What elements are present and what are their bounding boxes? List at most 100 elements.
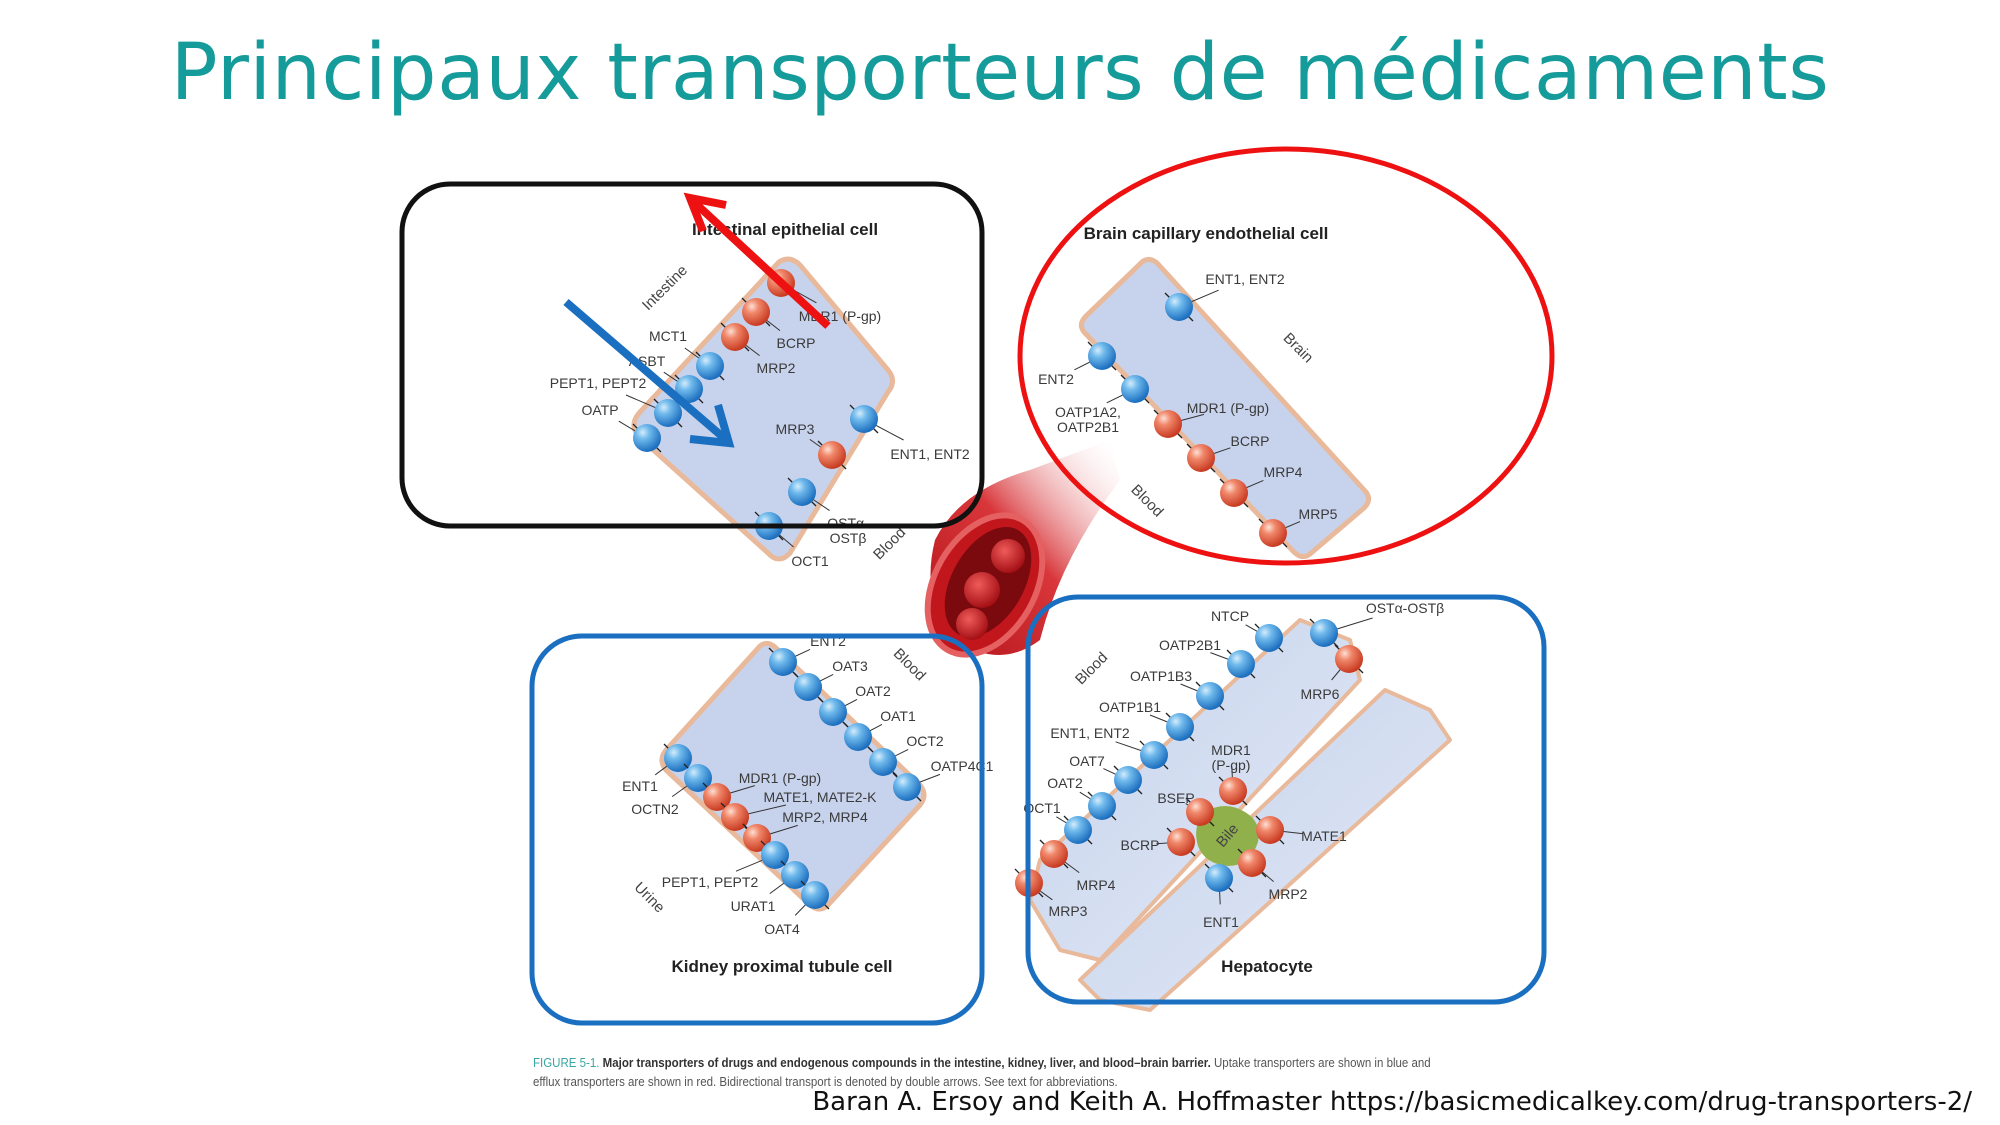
figure-number: FIGURE 5-1. <box>533 1056 600 1070</box>
transporter-label: BSEP <box>1157 790 1194 806</box>
transporter-uptake: OATP <box>581 402 662 453</box>
red-blood-cell <box>991 539 1025 573</box>
uptake-transporter-circle <box>675 375 703 403</box>
transporter-uptake: OCT1 <box>1023 800 1093 845</box>
transporter-uptake: PEPT1, PEPT2 <box>662 840 790 890</box>
uptake-transporter-circle <box>801 881 829 909</box>
uptake-transporter-circle <box>1205 864 1233 892</box>
transporter-label: OCT1 <box>791 553 829 569</box>
transporter-label: OCT2 <box>906 733 944 749</box>
transporter-uptake: ENT1, ENT2 <box>849 404 970 462</box>
transporter-label: MATE1, MATE2-K <box>763 789 877 805</box>
transporter-efflux: MRP5 <box>1258 506 1338 548</box>
transporter-label: MRP2 <box>1269 886 1308 902</box>
uptake-transporter-circle <box>769 648 797 676</box>
side-label-blood: Blood <box>890 645 929 684</box>
transporter-label: MRP4 <box>1264 464 1303 480</box>
uptake-transporter-circle <box>893 773 921 801</box>
uptake-transporter-circle <box>1227 650 1255 678</box>
transporter-label: OAT2 <box>1047 775 1083 791</box>
uptake-arrow <box>563 298 735 448</box>
transporter-label: MRP4 <box>1077 877 1116 893</box>
transporter-label: MDR1 <box>1211 742 1251 758</box>
side-label-brain: Brain <box>1280 330 1317 367</box>
efflux-transporter-circle <box>1220 479 1248 507</box>
transporter-label: ENT1 <box>622 778 658 794</box>
transporter-uptake: OAT7 <box>1069 753 1143 795</box>
uptake-transporter-circle <box>1196 682 1224 710</box>
hepatocyte-cell-shapes <box>1028 618 1452 1012</box>
efflux-transporter-circle <box>703 783 731 811</box>
transporter-uptake: ENT1, ENT2 <box>1164 271 1285 322</box>
transporter-uptake: OAT2 <box>1047 775 1117 821</box>
transporter-efflux: MRP4 <box>1039 839 1116 893</box>
efflux-transporter-circle <box>1259 519 1287 547</box>
transporter-label: BCRP <box>1231 433 1270 449</box>
uptake-transporter-circle <box>1064 816 1092 844</box>
kidney-cell-shape <box>659 640 927 912</box>
transporter-label: OAT7 <box>1069 753 1105 769</box>
transporter-label: ENT2 <box>1038 371 1074 387</box>
transporter-label: PEPT1, PEPT2 <box>550 375 647 391</box>
transporter-label: ENT1, ENT2 <box>1205 271 1285 287</box>
transporter-label: OATP1B3 <box>1130 668 1192 684</box>
transporter-label: OSTα-OSTβ <box>1366 600 1444 616</box>
red-blood-cell <box>956 608 988 640</box>
transporter-label: OAT1 <box>880 708 916 724</box>
transporter-label: OATP4C1 <box>931 758 994 774</box>
uptake-transporter-circle <box>1121 375 1149 403</box>
brain-panel-title: Brain capillary endothelial cell <box>1084 224 1329 243</box>
transporter-label: PEPT1, PEPT2 <box>662 874 759 890</box>
transporter-efflux: MRP2 <box>720 322 796 376</box>
uptake-transporter-circle <box>1255 624 1283 652</box>
transporter-label: MDR1 (P-gp) <box>739 770 821 786</box>
efflux-transporter-circle <box>742 298 770 326</box>
uptake-transporter-circle <box>654 399 682 427</box>
uptake-transporter-circle <box>844 723 872 751</box>
transporter-uptake: OAT3 <box>793 658 868 702</box>
uptake-transporter-circle <box>819 698 847 726</box>
transporter-efflux: MDR1 (P-gp) <box>1153 400 1269 439</box>
red-blood-cell <box>964 572 1000 608</box>
transporter-label: MRP3 <box>1049 903 1088 919</box>
transporter-label: MRP2, MRP4 <box>782 809 868 825</box>
transporter-label: OATP2B1 <box>1159 637 1221 653</box>
efflux-transporter-circle <box>1238 849 1266 877</box>
transporter-uptake: OATP1B3 <box>1130 668 1225 711</box>
uptake-transporter-circle <box>1166 713 1194 741</box>
transporter-efflux: BCRP <box>1186 433 1270 473</box>
transporter-efflux: MRP6 <box>1301 644 1364 702</box>
transporter-efflux: MRP2 <box>1237 848 1308 902</box>
transporter-label: OSTβ <box>830 530 867 546</box>
transporter-label: OAT2 <box>855 683 891 699</box>
transporter-label: ENT1, ENT2 <box>1050 725 1130 741</box>
bile-canaliculus <box>1196 806 1259 866</box>
transporter-uptake: OAT4 <box>764 880 830 937</box>
side-label-intestine: Intestine <box>639 262 691 314</box>
side-label-blood: Blood <box>870 524 909 563</box>
transporter-efflux: MDR1 (P-gp) <box>702 770 821 812</box>
transporter-efflux: BCRP <box>741 297 815 351</box>
efflux-transporter-circle <box>721 803 749 831</box>
uptake-transporter-circle <box>794 673 822 701</box>
figure-caption: FIGURE 5-1. Major transporters of drugs … <box>533 1054 1453 1092</box>
transporter-uptake: ENT1 <box>1203 863 1239 930</box>
transporter-label: MCT1 <box>649 328 687 344</box>
efflux-transporter-circle <box>743 824 771 852</box>
transporter-label: OATP2B1 <box>1057 419 1119 435</box>
caption-title: Major transporters of drugs and endogeno… <box>602 1056 1211 1070</box>
transporter-uptake: OAT1 <box>843 708 916 752</box>
efflux-transporter-circle <box>818 441 846 469</box>
transporter-uptake: OATP1A2,OATP2B1 <box>1055 374 1150 435</box>
transporter-uptake: ASBT <box>629 353 704 404</box>
transporter-uptake: ENT2 <box>1038 341 1117 387</box>
transporter-uptake: NTCP <box>1211 608 1284 653</box>
uptake-transporter-circle <box>633 424 661 452</box>
transporter-label: (P-gp) <box>1212 757 1251 773</box>
transporter-efflux: BCRP <box>1121 827 1196 857</box>
transporter-label: OAT4 <box>764 921 800 937</box>
caption-text: Uptake transporters are shown in blue an… <box>533 1056 1431 1089</box>
uptake-transporter-circle <box>696 352 724 380</box>
intestinal-cell-shape <box>631 256 895 562</box>
efflux-transporter-circle <box>1154 410 1182 438</box>
